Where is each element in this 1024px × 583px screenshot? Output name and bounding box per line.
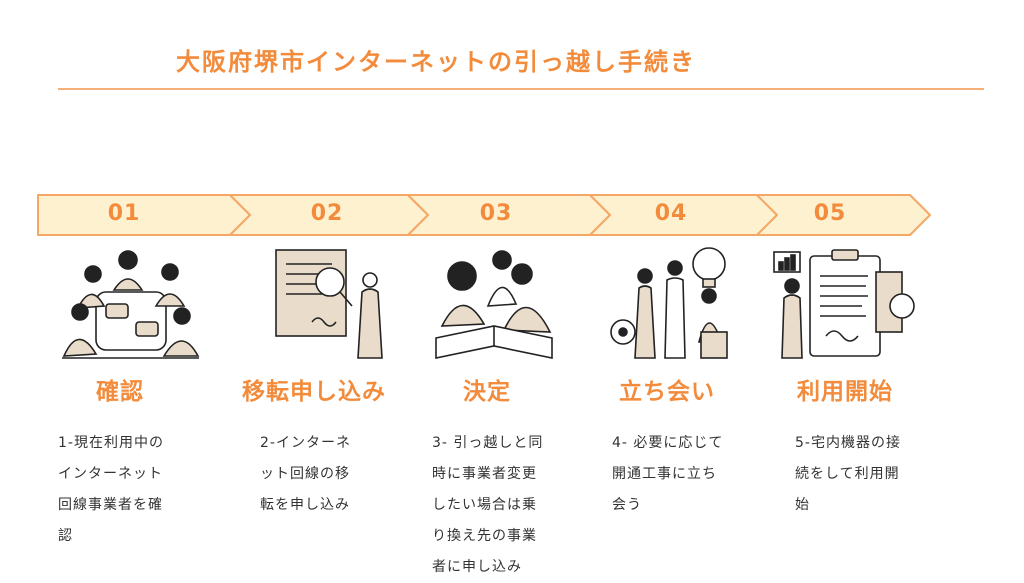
group-reading-illustration — [435, 250, 553, 359]
lightbulb-team-illustration — [610, 247, 728, 359]
description-line: 回線事業者を確 — [58, 497, 163, 513]
step-description-05: 5-宅内機器の接 続をして利用開 始 — [795, 428, 901, 521]
description-line: ット回線の移 — [260, 466, 350, 482]
step-number-02: 02 — [310, 201, 344, 226]
step-title-05: 利用開始 — [797, 379, 893, 405]
description-line: 5-宅内機器の接 — [795, 435, 901, 451]
title-divider — [58, 88, 984, 90]
page-title: 大阪府堺市インターネットの引っ越し手続き — [176, 48, 696, 76]
team-meeting-illustration — [62, 250, 200, 359]
step-number-03: 03 — [479, 201, 513, 226]
description-line: 者に申し込み — [432, 559, 522, 575]
document-magnifier-illustration — [275, 249, 383, 359]
description-line: インターネット — [58, 466, 163, 482]
step-title-02: 移転申し込み — [242, 379, 386, 405]
description-line: 時に事業者変更 — [432, 466, 537, 482]
description-line: 1-現在利用中の — [58, 435, 164, 451]
description-line: り換え先の事業 — [432, 528, 537, 544]
description-line: 始 — [795, 497, 810, 513]
step-arrow-05 — [756, 194, 931, 236]
step-title-01: 確認 — [96, 379, 144, 405]
step-description-04: 4- 必要に応じて 開通工事に立ち 会う — [612, 428, 723, 521]
description-line: 会う — [612, 497, 642, 513]
description-line: 続をして利用開 — [795, 466, 900, 482]
step-title-04: 立ち会い — [619, 379, 715, 405]
description-line: 4- 必要に応じて — [612, 435, 724, 451]
description-line: したい場合は乗 — [432, 497, 537, 513]
description-line: 2-インターネ — [260, 435, 351, 451]
description-line: 開通工事に立ち — [612, 466, 717, 482]
step-number-04: 04 — [654, 201, 688, 226]
step-number-05: 05 — [813, 201, 847, 226]
step-description-03: 3- 引っ越しと同 時に事業者変更 したい場合は乗 り換え先の事業 者に申し込み — [432, 428, 543, 583]
description-line: 転を申し込み — [260, 497, 350, 513]
step-number-01: 01 — [107, 201, 141, 226]
step-description-01: 1-現在利用中の インターネット 回線事業者を確 認 — [58, 428, 164, 552]
step-title-03: 決定 — [463, 379, 511, 405]
description-line: 3- 引っ越しと同 — [432, 435, 544, 451]
description-line: 認 — [58, 528, 73, 544]
clipboard-presentation-illustration — [773, 249, 915, 359]
step-description-02: 2-インターネ ット回線の移 転を申し込み — [260, 428, 351, 521]
